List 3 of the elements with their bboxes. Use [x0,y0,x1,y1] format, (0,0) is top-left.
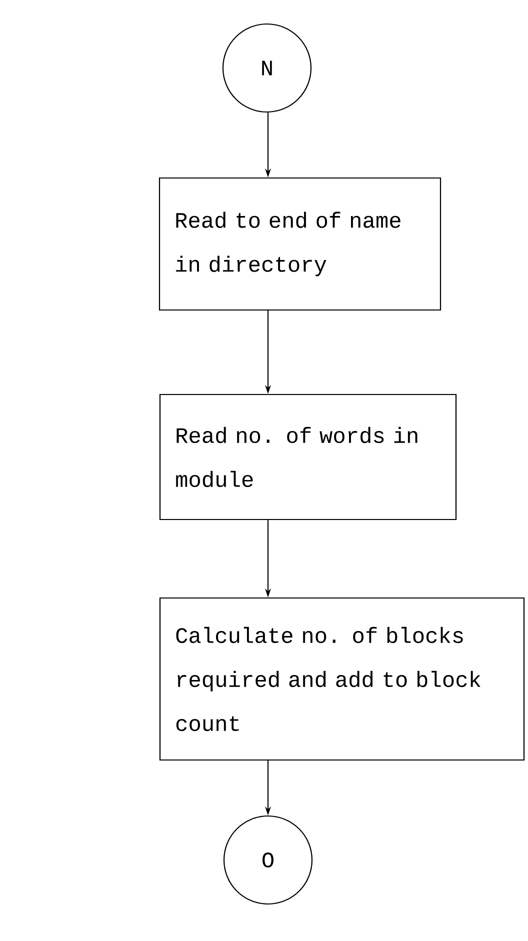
process-box: Read to end of name in directory [158,177,442,311]
process-box: Read no. of words in module [159,394,457,520]
process-box: Calculate no. of blocks required and add to block count [159,597,525,761]
